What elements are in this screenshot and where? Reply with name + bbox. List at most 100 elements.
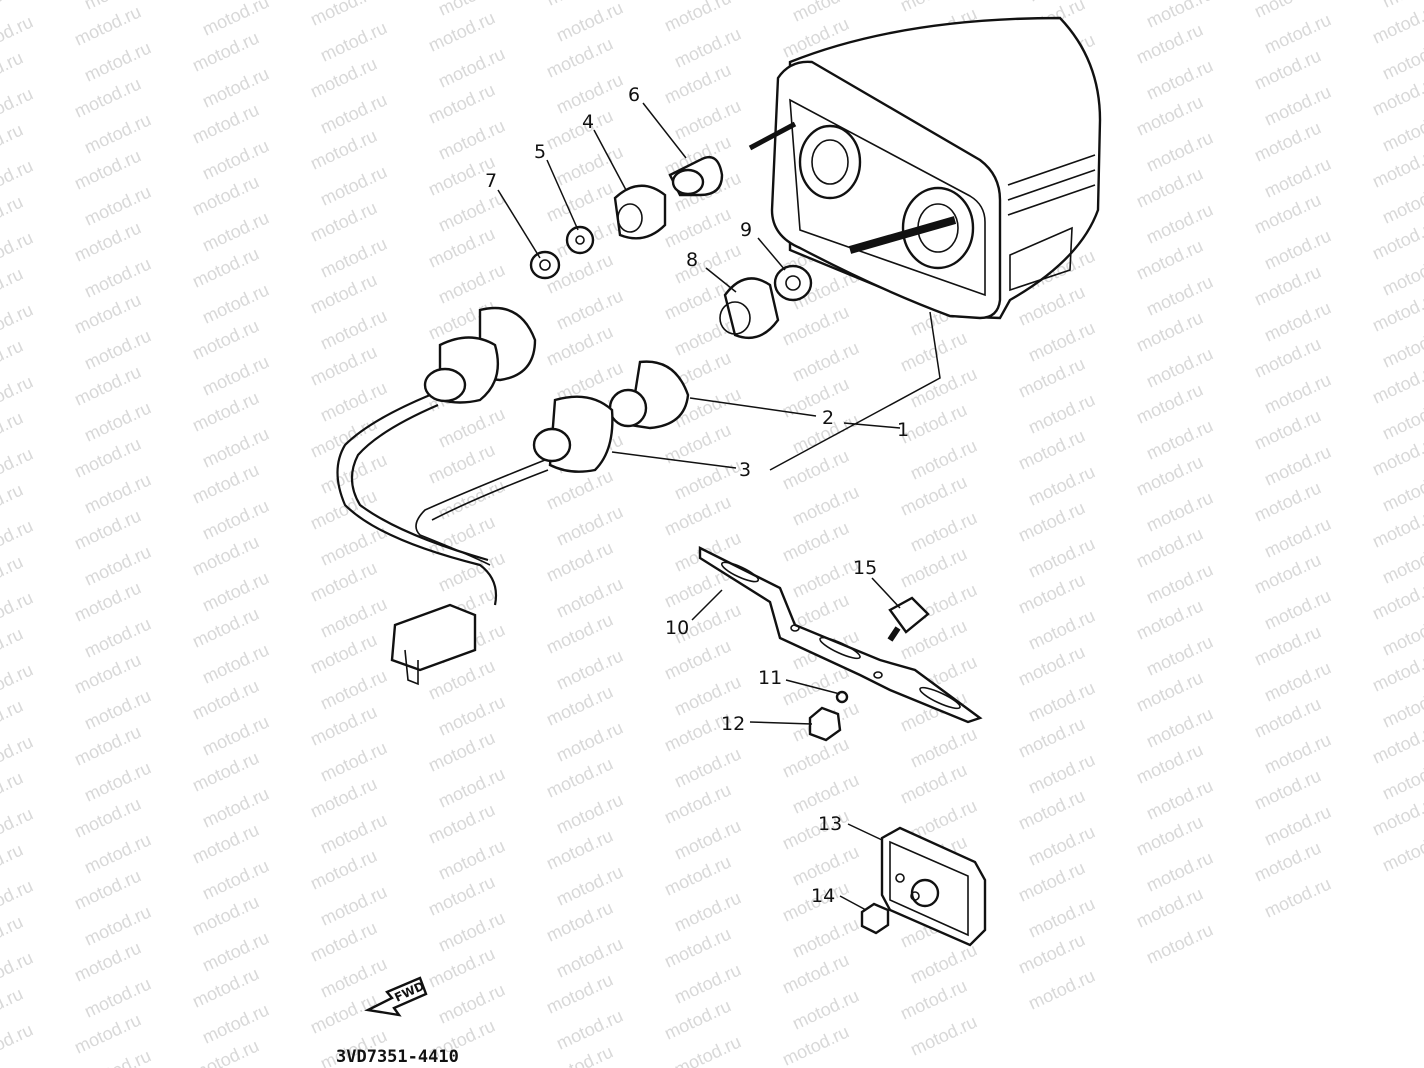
watermark-text: motod.ru	[1261, 801, 1334, 849]
watermark-text: motod.ru	[1143, 271, 1216, 319]
nut-14	[860, 902, 890, 935]
watermark-text: motod.ru	[1143, 631, 1216, 679]
watermark-text: motod.ru	[1143, 559, 1216, 607]
watermark-text: motod.ru	[553, 1005, 626, 1053]
watermark-text: motod.ru	[1025, 317, 1098, 365]
callout-3: 3	[739, 459, 751, 481]
callout-9: 9	[740, 219, 752, 241]
watermark-text: motod.ru	[553, 933, 626, 981]
watermark-text: motod.ru	[1261, 513, 1334, 561]
watermark-text: motod.ru	[0, 1019, 36, 1067]
watermark-text: motod.ru	[317, 89, 390, 137]
watermark-text: motod.ru	[435, 259, 508, 307]
watermark-text: motod.ru	[553, 645, 626, 693]
watermark-text: motod.ru	[789, 481, 862, 529]
watermark-text: motod.ru	[199, 855, 272, 903]
callout-10: 10	[665, 617, 689, 639]
watermark-text: motod.ru	[671, 887, 744, 935]
watermark-text: motod.ru	[553, 501, 626, 549]
watermark-text: motod.ru	[1025, 821, 1098, 869]
watermark-text: motod.ru	[789, 913, 862, 961]
leader-lines	[497, 102, 941, 911]
watermark-text: motod.ru	[81, 757, 154, 805]
watermark-text: motod.ru	[1261, 225, 1334, 273]
watermark-text: motod.ru	[317, 737, 390, 785]
watermark-text: motod.ru	[199, 639, 272, 687]
watermark-text: motod.ru	[81, 253, 154, 301]
watermark-text: motod.ru	[1143, 919, 1216, 967]
watermark-text: motod.ru	[1143, 487, 1216, 535]
watermark-text: motod.ru	[553, 0, 626, 46]
watermark-text: motod.ru	[317, 233, 390, 281]
watermark-text: motod.ru	[1261, 81, 1334, 129]
watermark-text: motod.ru	[317, 809, 390, 857]
fwd-arrow: FWD	[364, 976, 428, 1017]
watermark-text: motod.ru	[199, 135, 272, 183]
watermark-text: motod.ru	[81, 685, 154, 733]
watermark-text: motod.ru	[789, 337, 862, 385]
watermark-text: motod.ru	[317, 881, 390, 929]
watermark-text: motod.ru	[199, 63, 272, 111]
watermark-text: motod.ru	[553, 861, 626, 909]
watermark-text: motod.ru	[317, 17, 390, 65]
callout-12: 12	[721, 713, 745, 735]
watermark-text: motod.ru	[81, 469, 154, 517]
watermark-text: motod.ru	[317, 377, 390, 425]
grommet-4	[613, 184, 667, 240]
watermark-text: motod.ru	[317, 953, 390, 1001]
watermark-text: motod.ru	[317, 161, 390, 209]
watermark-text: motod.ru	[1025, 965, 1098, 1013]
bulb-socket-assembly	[336, 306, 690, 686]
watermark-text: motod.ru	[81, 541, 154, 589]
watermark-text: motod.ru	[199, 711, 272, 759]
watermark-text: motod.ru	[1143, 703, 1216, 751]
watermark-text: motod.ru	[1261, 441, 1334, 489]
watermark-text: motod.ru	[317, 305, 390, 353]
watermark-text: motod.ru	[907, 939, 980, 987]
watermark-text: motod.ru	[189, 1035, 262, 1068]
watermark-text: motod.ru	[199, 423, 272, 471]
callout-7: 7	[485, 170, 497, 192]
watermark-text: motod.ru	[317, 593, 390, 641]
watermark-text: motod.ru	[81, 325, 154, 373]
watermark-text: motod.ru	[199, 207, 272, 255]
watermark-text: motod.ru	[671, 815, 744, 863]
callout-6: 6	[628, 84, 640, 106]
watermark-text: motod.ru	[1143, 55, 1216, 103]
watermark-text: motod.ru	[81, 37, 154, 85]
watermark-text: motod.ru	[907, 723, 980, 771]
watermark-text: motod.ru	[1025, 461, 1098, 509]
watermark-text: motod.ru	[1025, 677, 1098, 725]
watermark-text: motod.ru	[81, 973, 154, 1021]
watermark-text: motod.ru	[553, 573, 626, 621]
watermark-text: motod.ru	[553, 789, 626, 837]
watermark-text: motod.ru	[81, 397, 154, 445]
license-lamp	[860, 826, 987, 947]
callout-14: 14	[811, 885, 835, 907]
watermark-text: motod.ru	[317, 665, 390, 713]
watermark-text: motod.ru	[1143, 775, 1216, 823]
watermark-text: motod.ru	[199, 0, 272, 40]
washer-5	[565, 225, 595, 255]
watermark-text: motod.ru	[1143, 127, 1216, 175]
watermark-text: motod.ru	[671, 959, 744, 1007]
watermark-text: motod.ru	[81, 829, 154, 877]
watermark-text: motod.ru	[671, 95, 744, 143]
watermark-text: motod.ru	[1261, 873, 1334, 921]
watermark-text: motod.ru	[1143, 199, 1216, 247]
watermark-text: motod.ru	[907, 363, 980, 411]
watermark-text: motod.ru	[553, 717, 626, 765]
watermark-text: motod.ru	[1261, 9, 1334, 57]
watermark-text: motod.ru	[435, 763, 508, 811]
watermark-text: motod.ru	[435, 115, 508, 163]
watermark-text: motod.ru	[1261, 369, 1334, 417]
watermark-text: motod.ru	[81, 613, 154, 661]
callout-5: 5	[534, 141, 546, 163]
watermark-text: motod.ru	[1025, 893, 1098, 941]
watermark-text: motod.ru	[81, 181, 154, 229]
watermark-text: motod.ru	[1025, 533, 1098, 581]
callouts: 1 2 3 4 5 6 7 8 9 10 11 12 13 14 15	[485, 84, 909, 907]
nut-12	[808, 706, 842, 742]
nut-7	[529, 250, 561, 280]
watermark-text: motod.ru	[81, 109, 154, 157]
